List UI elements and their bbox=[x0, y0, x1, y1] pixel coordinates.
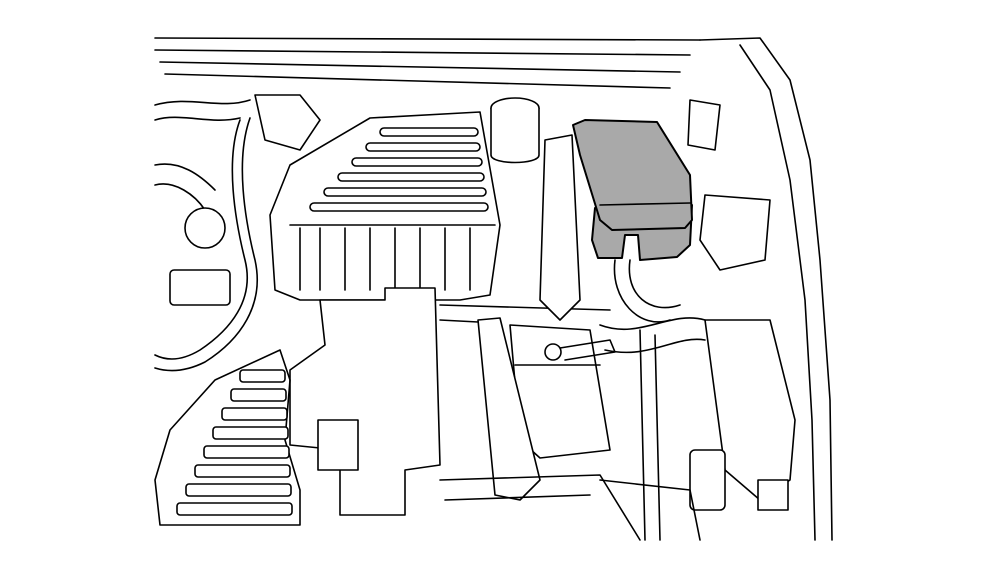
reservoir bbox=[490, 97, 540, 164]
hood-edge bbox=[154, 37, 833, 541]
grille-slot bbox=[239, 369, 286, 383]
fuse-box bbox=[539, 119, 693, 321]
cover-slat bbox=[323, 187, 487, 197]
grille-slot bbox=[203, 445, 290, 459]
grille-slot bbox=[185, 483, 292, 497]
air-box bbox=[289, 287, 441, 516]
grille-slot bbox=[194, 464, 291, 478]
right-components bbox=[599, 99, 796, 541]
cover-slat bbox=[351, 157, 483, 167]
grille-slot bbox=[230, 388, 287, 402]
left-hoses bbox=[154, 94, 321, 372]
cover-slat bbox=[309, 202, 489, 212]
fender-grille bbox=[154, 349, 301, 526]
battery-bracket bbox=[439, 304, 641, 541]
grille-slot bbox=[212, 426, 289, 440]
grille-slot bbox=[176, 502, 293, 516]
cover-slat bbox=[365, 142, 481, 152]
cover-slat bbox=[337, 172, 485, 182]
cover-slat bbox=[379, 127, 479, 137]
engine-cover bbox=[269, 111, 501, 301]
grille-slot bbox=[221, 407, 288, 421]
